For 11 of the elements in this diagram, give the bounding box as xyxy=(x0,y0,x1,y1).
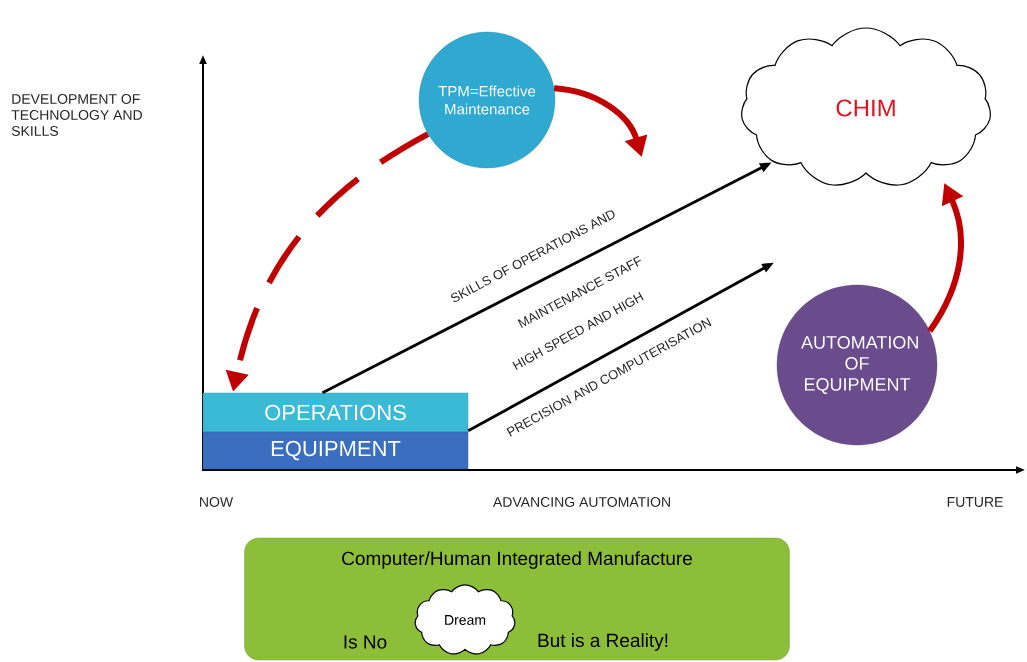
axis-label: FUTURE xyxy=(947,497,1003,507)
bar-block: EQUIPMENT xyxy=(202,431,469,470)
axis-label: DEVELOPMENT OF TECHNOLOGY AND SKILLS xyxy=(11,94,142,136)
banner-title: Computer/Human Integrated Manufacture xyxy=(342,551,692,569)
bar-block: OPERATIONS xyxy=(202,392,469,433)
circle-badge: AUTOMATION OF EQUIPMENT xyxy=(776,284,938,446)
axis-label: NOW xyxy=(200,497,234,507)
banner-text: But is a Reality! xyxy=(538,633,668,651)
axis-label: ADVANCING AUTOMATION xyxy=(493,497,670,507)
banner-text: Is No xyxy=(344,635,387,649)
circle-badge: TPM=Effective Maintenance xyxy=(418,31,556,169)
